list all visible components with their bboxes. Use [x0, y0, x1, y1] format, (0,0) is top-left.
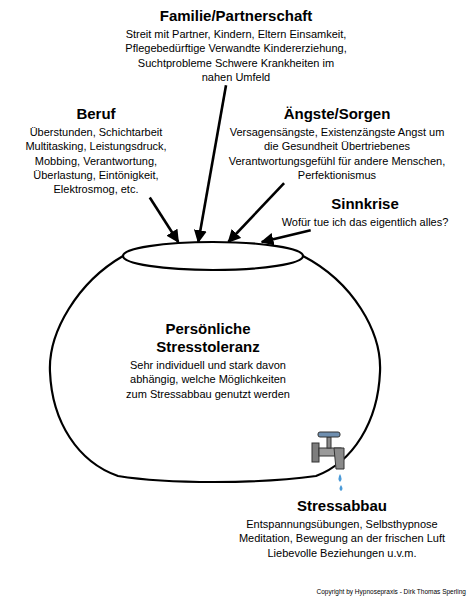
- group-heading: Familie/Partnerschaft: [122, 7, 350, 25]
- stressor-group: Familie/PartnerschaftStreit mit Partner,…: [120, 6, 352, 85]
- group-heading: Persönliche Stresstoleranz: [123, 320, 293, 356]
- barrel-body: [50, 256, 380, 482]
- copyright-note: Copyright by Hypnosepraxis - Dirk Thomas…: [317, 588, 466, 595]
- group-heading: Ängste/Sorgen: [224, 105, 450, 123]
- stress-arrow: [198, 85, 226, 242]
- stressor-group: BerufÜberstunden, Schichtarbeit Multitas…: [12, 104, 180, 197]
- group-heading: Sinnkrise: [270, 195, 460, 213]
- stressor-group: Ängste/SorgenVersagensängste, Existenzän…: [222, 104, 452, 183]
- stressor-group: SinnkriseWofür tue ich das eigentlich al…: [268, 194, 462, 230]
- group-heading: Beruf: [14, 105, 178, 123]
- group-heading: Stressabbau: [224, 497, 460, 515]
- stress-arrow: [262, 230, 311, 242]
- stress-arrow: [150, 197, 179, 242]
- relief-group: StressabbauEntspannungsübungen, Selbsthy…: [222, 496, 462, 561]
- group-body: Versagensängste, Existenzängste Angst um…: [224, 125, 450, 182]
- group-body: Sehr individuell und stark davon abhängi…: [123, 358, 293, 401]
- barrel-opening: [123, 242, 303, 270]
- group-body: Wofür tue ich das eigentlich alles?: [270, 215, 460, 229]
- stress-barrel: Persönliche StresstoleranzSehr individue…: [48, 242, 382, 482]
- group-body: Streit mit Partner, Kindern, Eltern Eins…: [122, 27, 350, 84]
- water-drop: [339, 474, 342, 482]
- water-drop: [340, 485, 343, 491]
- barrel-text-area: Persönliche StresstoleranzSehr individue…: [123, 320, 293, 401]
- group-body: Überstunden, Schichtarbeit Multitasking,…: [14, 125, 178, 196]
- stress-arrow: [228, 183, 284, 242]
- group-body: Entspannungsübungen, Selbsthypnose Medit…: [224, 517, 460, 560]
